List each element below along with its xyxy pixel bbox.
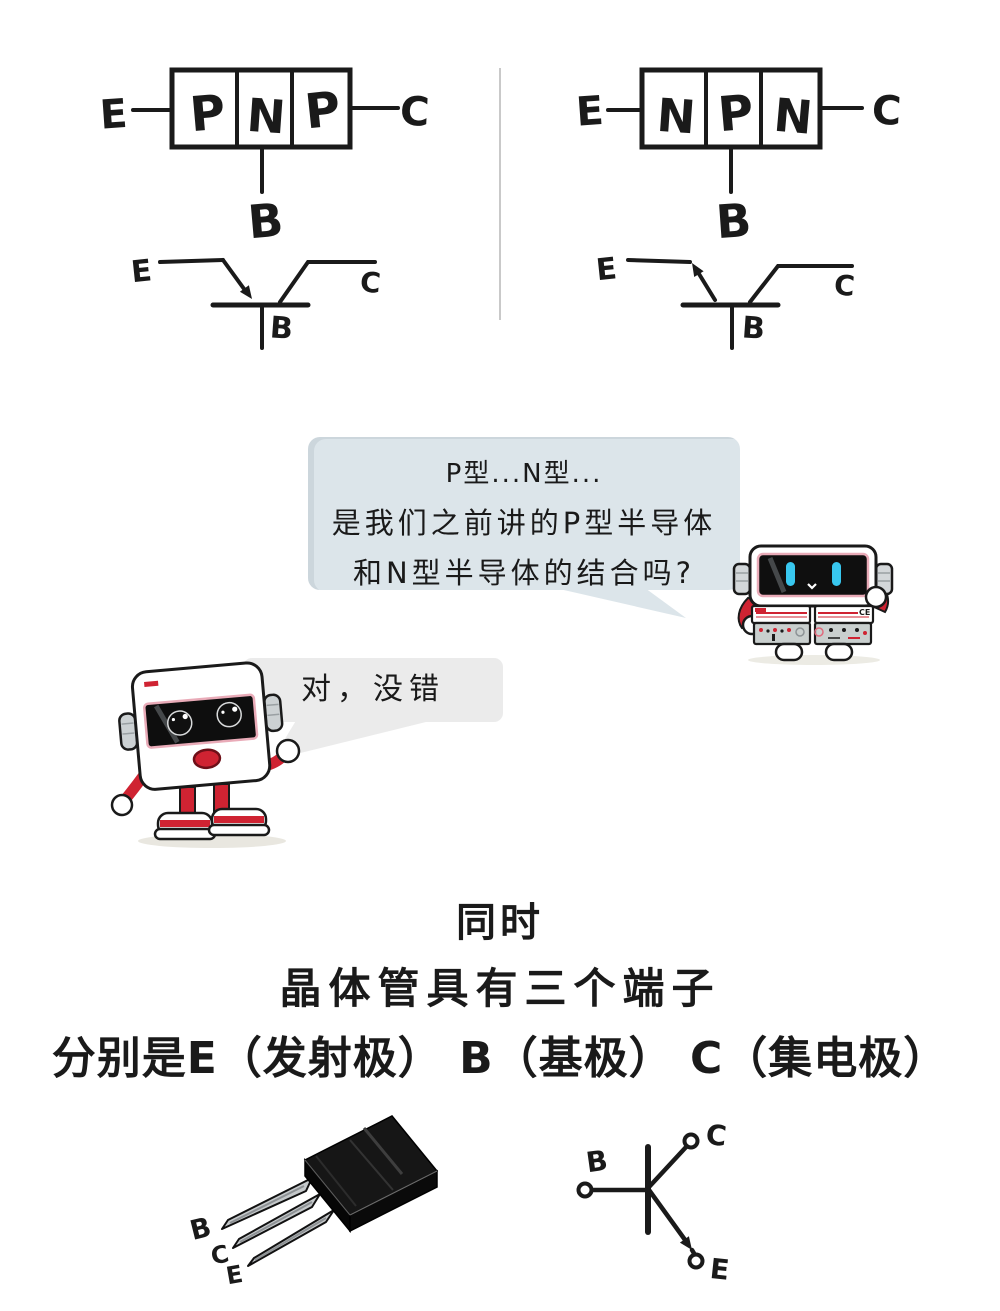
symbol-e-label: E bbox=[708, 1252, 730, 1287]
transistor-package-illustration: B C E bbox=[187, 1115, 439, 1290]
pnp-base-label: B bbox=[246, 193, 286, 250]
npn-collector-label: C bbox=[871, 87, 903, 134]
robot-left-eye bbox=[786, 562, 795, 586]
answer-bubble: 对，没错 bbox=[243, 658, 503, 722]
npn-symbol-e-label: E bbox=[594, 251, 618, 288]
npn-block-diagram: E N P N C B bbox=[575, 67, 903, 249]
robot-screen bbox=[143, 693, 259, 749]
question-line-2: 是我们之前讲的P型半导体 bbox=[331, 506, 717, 540]
question-line-3: 和N型半导体的结合吗? bbox=[352, 556, 696, 590]
robot-left-ear bbox=[732, 562, 752, 596]
npn-symbol-c-label: C bbox=[833, 268, 856, 303]
pnp-region-2: N bbox=[245, 88, 287, 145]
npn-region-3: N bbox=[772, 88, 815, 145]
pnp-symbol-b-label: B bbox=[269, 310, 294, 347]
package-body bbox=[303, 1115, 439, 1234]
npn-symbol-e-diagonal bbox=[694, 267, 717, 302]
pnp-block-diagram: E P N P C B bbox=[98, 67, 431, 250]
transistor-symbol-figure: B C E bbox=[576, 1118, 731, 1287]
package-pin-c-label: C bbox=[208, 1240, 231, 1271]
pnp-emitter-label: E bbox=[98, 91, 128, 139]
pnp-symbol: E B C bbox=[129, 253, 382, 350]
npn-diagram: E N P N C B E B C bbox=[575, 67, 903, 350]
symbol-c-label: C bbox=[704, 1118, 728, 1153]
robot-logo bbox=[755, 608, 766, 612]
package-pins bbox=[221, 1177, 335, 1267]
npn-symbol-c-wire bbox=[748, 264, 854, 304]
answer-text: 对，没错 bbox=[301, 672, 445, 707]
symbol-e-arrowhead bbox=[679, 1236, 692, 1250]
pnp-region-3: P bbox=[302, 81, 343, 140]
robot-left-boot bbox=[153, 811, 217, 841]
answer-robot-icon bbox=[110, 661, 301, 848]
package-pin-e-label: E bbox=[224, 1260, 245, 1290]
robot-left-eye bbox=[166, 710, 193, 736]
npn-region-1: N bbox=[655, 88, 697, 145]
question-bubble-tail bbox=[555, 588, 686, 618]
column-divider bbox=[499, 68, 501, 320]
robot-control-panels bbox=[752, 621, 873, 646]
robot-mouth bbox=[192, 748, 222, 770]
npn-emitter-arrowhead bbox=[692, 263, 704, 277]
pnp-emitter-arrowhead bbox=[239, 285, 252, 299]
pnp-region-1: P bbox=[188, 84, 228, 143]
pnp-symbol-c-label: C bbox=[359, 265, 382, 300]
npn-symbol: E B C bbox=[594, 251, 856, 350]
robot-right-foot bbox=[824, 642, 854, 662]
pnp-symbol-e-label: E bbox=[129, 253, 153, 290]
npn-region-2: P bbox=[716, 84, 756, 143]
robot-body-group bbox=[118, 661, 284, 791]
npn-emitter-label: E bbox=[575, 88, 605, 136]
caption-line-3: 分别是E（发射极） B（基极） C（集电极） bbox=[51, 1033, 949, 1084]
symbol-e-terminal bbox=[687, 1252, 705, 1270]
package-pin-b-label: B bbox=[187, 1212, 214, 1247]
robot-left-foot bbox=[774, 642, 804, 662]
pnp-symbol-e-diagonal bbox=[221, 258, 249, 295]
symbol-b-terminal bbox=[576, 1181, 594, 1199]
question-bubble: P型...N型... 是我们之前讲的P型半导体 和N型半导体的结合吗? bbox=[308, 437, 740, 590]
robot-right-hand bbox=[275, 738, 301, 764]
answer-bubble-tail bbox=[272, 719, 430, 760]
robot-ce-badge: CE bbox=[859, 608, 870, 617]
pnp-diagram: E P N P C B E B C bbox=[98, 67, 431, 350]
pnp-collector-label: C bbox=[399, 88, 431, 135]
robot-shadow bbox=[748, 655, 880, 665]
question-robot-icon: CE bbox=[732, 544, 894, 665]
npn-symbol-b-label: B bbox=[741, 310, 766, 347]
robot-right-boot bbox=[207, 807, 271, 837]
robot-right-hand bbox=[864, 585, 888, 609]
npn-symbol-e-wire bbox=[626, 258, 692, 264]
symbol-c-terminal bbox=[682, 1132, 700, 1150]
robot-chest-panels: CE bbox=[750, 604, 875, 625]
symbol-b-label: B bbox=[584, 1144, 610, 1180]
robot-right-eye bbox=[216, 701, 242, 728]
pnp-symbol-c-wire bbox=[278, 260, 377, 304]
symbol-c-wire bbox=[646, 1143, 690, 1190]
caption-line-1: 同时 bbox=[456, 900, 544, 946]
symbol-e-wire bbox=[646, 1187, 691, 1247]
caption-line-2: 晶体管具有三个端子 bbox=[279, 964, 721, 1013]
npn-base-label: B bbox=[714, 193, 753, 249]
question-line-1: P型...N型... bbox=[445, 459, 603, 489]
robot-left-hand bbox=[110, 793, 134, 817]
robot-right-eye bbox=[832, 562, 841, 586]
pnp-symbol-e-wire bbox=[158, 258, 225, 264]
robot-logo bbox=[144, 680, 159, 687]
robot-mouth bbox=[807, 583, 817, 590]
screen-glare bbox=[154, 704, 180, 744]
screen-glare bbox=[767, 557, 787, 593]
